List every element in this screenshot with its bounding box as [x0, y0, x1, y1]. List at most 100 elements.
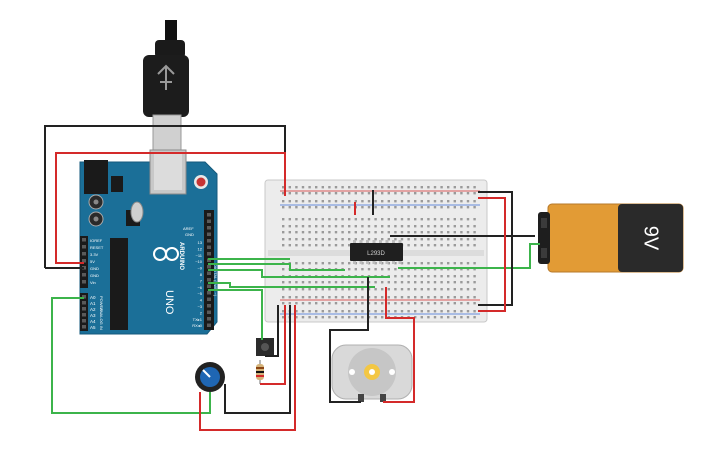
battery-9v[interactable]: 9V	[538, 203, 684, 273]
breadboard-hole	[427, 275, 430, 278]
breadboard-hole	[282, 186, 285, 189]
breadboard-hole	[460, 231, 463, 234]
arduino-uno[interactable]: AREF GND 1312~11~10~987~6~54~32TX▸1RX◂0 …	[79, 149, 218, 335]
breadboard-hole	[440, 316, 443, 319]
breadboard-hole	[321, 231, 324, 234]
breadboard-hole	[466, 200, 470, 203]
power-pin-label: Vin	[90, 280, 96, 285]
breadboard-hole	[341, 218, 344, 221]
breadboard-hole	[361, 192, 364, 195]
breadboard-hole	[453, 186, 456, 189]
usb-cable[interactable]	[143, 20, 189, 154]
breadboard-hole	[301, 238, 305, 241]
analog-pin-label: A0	[90, 295, 96, 300]
breadboard-hole	[407, 238, 410, 241]
l293d-chip[interactable]: L293D	[350, 240, 403, 264]
breadboard-hole	[394, 186, 397, 189]
breadboard-hole	[315, 281, 318, 284]
breadboard-hole	[473, 302, 476, 305]
breadboard-hole	[394, 268, 397, 271]
breadboard-hole	[440, 268, 443, 271]
breadboard-hole	[334, 244, 338, 247]
breadboard-hole	[460, 275, 463, 278]
power-pin-label: 3.3V	[90, 252, 99, 257]
breadboard-hole	[295, 186, 298, 189]
motor-terminal-2	[380, 394, 386, 402]
breadboard-hole	[334, 302, 338, 305]
breadboard-hole	[473, 296, 476, 299]
breadboard-hole	[374, 192, 377, 195]
breadboard-hole	[328, 281, 331, 284]
digital-pin-hole	[207, 291, 211, 295]
breadboard-hole	[466, 231, 470, 234]
breadboard-hole	[400, 238, 404, 241]
breadboard-hole	[466, 192, 470, 195]
breadboard-hole	[348, 288, 351, 291]
wire-button-gnd	[265, 305, 279, 357]
breadboard-hole	[381, 200, 384, 203]
chip-pin	[392, 260, 395, 264]
breadboard-hole	[433, 238, 437, 241]
push-button[interactable]	[256, 338, 274, 356]
breadboard-hole	[308, 218, 311, 221]
breadboard-hole	[387, 200, 390, 203]
chip-pin	[385, 240, 389, 244]
breadboard-hole	[334, 218, 338, 221]
breadboard-hole	[341, 238, 344, 241]
breadboard-hole	[414, 275, 417, 278]
reset-button[interactable]	[196, 177, 206, 187]
breadboard-hole	[460, 296, 463, 299]
breadboard-hole	[348, 296, 351, 299]
wire-pin5	[208, 282, 375, 288]
breadboard-hole	[354, 296, 357, 299]
breadboard-hole	[374, 268, 377, 271]
analog-header	[80, 293, 88, 331]
breadboard-hole	[453, 268, 456, 271]
breadboard-hole	[341, 186, 344, 189]
potentiometer[interactable]	[195, 362, 225, 392]
chip-pin	[359, 240, 363, 244]
capacitor-1-top	[93, 199, 99, 205]
breadboard-hole	[321, 218, 324, 221]
breadboard-hole	[328, 302, 331, 305]
breadboard-hole	[453, 238, 456, 241]
breadboard-hole	[433, 268, 437, 271]
breadboard-hole	[308, 244, 311, 247]
breadboard-hole	[447, 218, 450, 221]
breadboard-hole	[473, 268, 476, 271]
dc-motor[interactable]	[331, 344, 413, 402]
power-pin-label: 5V	[90, 259, 95, 264]
breadboard-hole	[374, 206, 377, 209]
digital-pin-hole	[207, 258, 211, 262]
breadboard-hole	[400, 186, 404, 189]
breadboard-hole	[460, 244, 463, 247]
breadboard-hole	[308, 231, 311, 234]
wire-resistor-5v	[260, 305, 286, 385]
chip-pin	[353, 240, 356, 244]
breadboard-hole	[315, 262, 318, 265]
breadboard-hole	[334, 225, 338, 228]
breadboard-hole	[466, 225, 470, 228]
breadboard-hole	[453, 225, 456, 228]
power-pin-label: GND	[90, 273, 99, 278]
breadboard-hole	[374, 281, 377, 284]
breadboard-hole	[440, 218, 443, 221]
breadboard-hole	[348, 302, 351, 305]
breadboard-hole	[354, 288, 357, 291]
breadboard-hole	[295, 206, 298, 209]
breadboard-hole	[453, 200, 456, 203]
breadboard-hole	[282, 192, 285, 195]
breadboard-hole	[407, 244, 410, 247]
breadboard-hole	[367, 231, 371, 234]
breadboard-hole	[301, 244, 305, 247]
breadboard-hole	[433, 281, 437, 284]
breadboard-hole	[473, 206, 476, 209]
breadboard-hole	[447, 200, 450, 203]
breadboard-hole	[447, 186, 450, 189]
breadboard-hole	[407, 262, 410, 265]
breadboard-hole	[420, 268, 423, 271]
breadboard-hole	[433, 296, 437, 299]
breadboard-hole	[387, 296, 390, 299]
